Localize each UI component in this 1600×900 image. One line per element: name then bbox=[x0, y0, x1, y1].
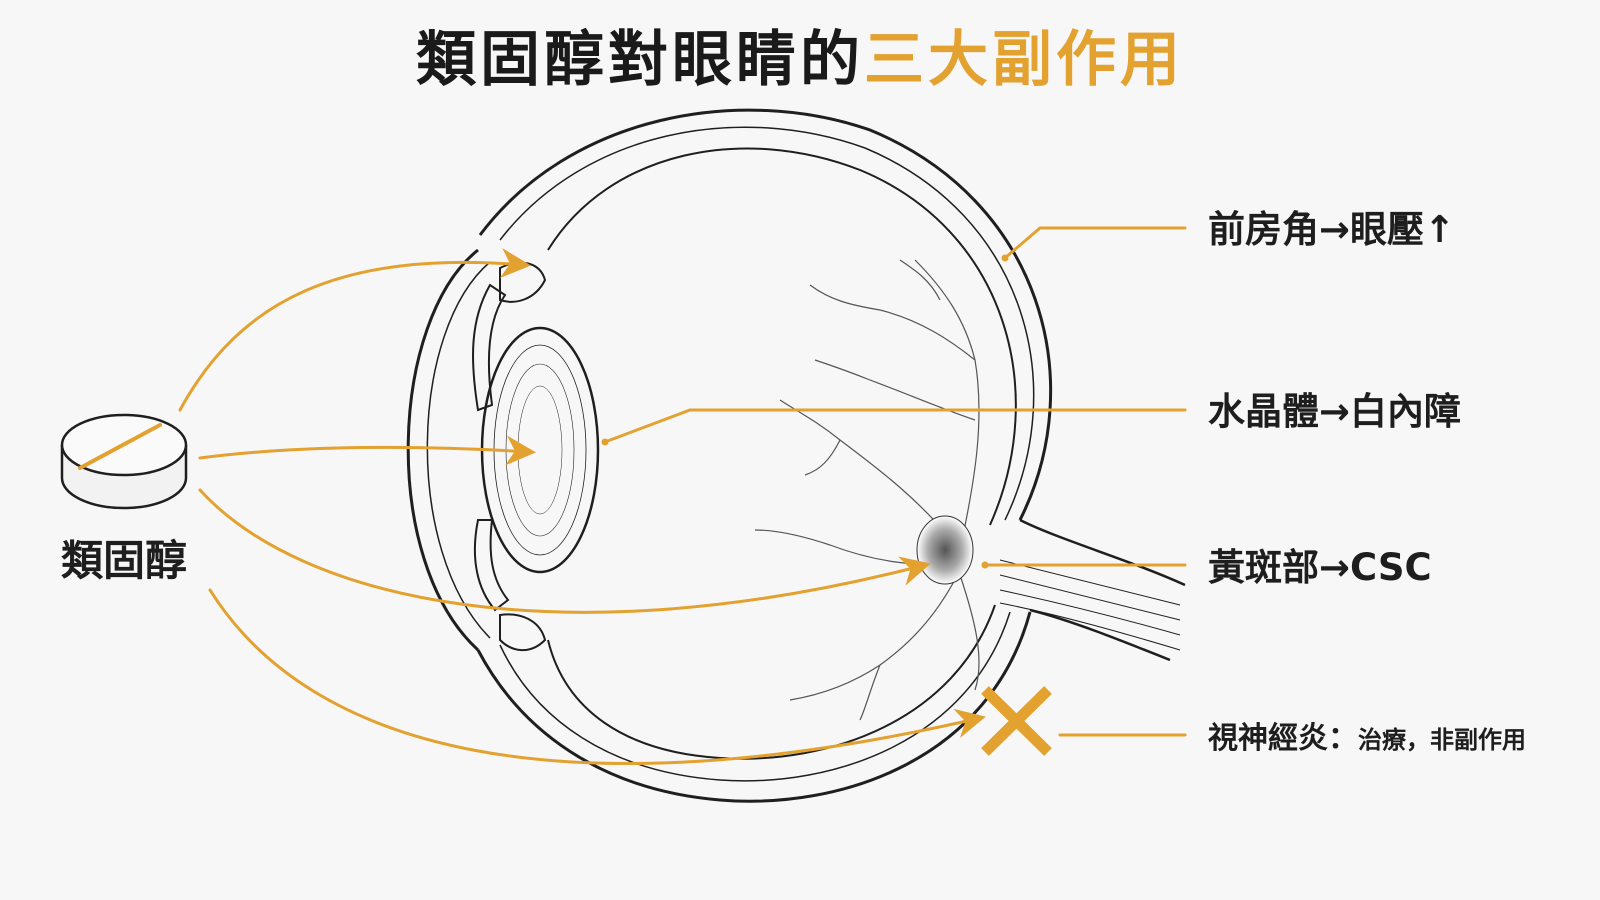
arrow-to-lens bbox=[198, 435, 536, 466]
label-optic: 視神經炎：治療，非副作用 bbox=[1208, 721, 1526, 756]
cross-mark-icon bbox=[981, 686, 1052, 756]
label-macula: 黃斑部→CSC bbox=[1208, 546, 1432, 589]
arrow-to-macula bbox=[198, 488, 931, 614]
leader-lens-dot bbox=[601, 438, 609, 446]
leader-angle-dot bbox=[1001, 254, 1009, 262]
label-optic-suffix: 治療，非副作用 bbox=[1358, 726, 1526, 754]
leader-angle bbox=[1003, 226, 1187, 260]
page-title: 類固醇對眼睛的三大副作用 bbox=[416, 25, 1184, 95]
label-lens: 水晶體→白內障 bbox=[1208, 390, 1461, 433]
eye-cross-section-icon bbox=[406, 108, 1186, 803]
leader-macula-dot bbox=[981, 561, 989, 569]
label-angle: 前房角→眼壓↑ bbox=[1208, 208, 1455, 251]
pill-label: 類固醇 bbox=[61, 536, 187, 585]
leader-lens bbox=[603, 408, 1187, 444]
arrow-to-optic bbox=[208, 588, 986, 765]
macula-spot bbox=[916, 515, 974, 585]
title-main: 類固醇對眼睛的 bbox=[416, 25, 864, 95]
tablet-icon bbox=[60, 413, 188, 510]
arrow-to-angle bbox=[178, 248, 531, 412]
title-highlight: 三大副作用 bbox=[864, 25, 1184, 95]
label-optic-prefix: 視神經炎： bbox=[1208, 721, 1358, 756]
